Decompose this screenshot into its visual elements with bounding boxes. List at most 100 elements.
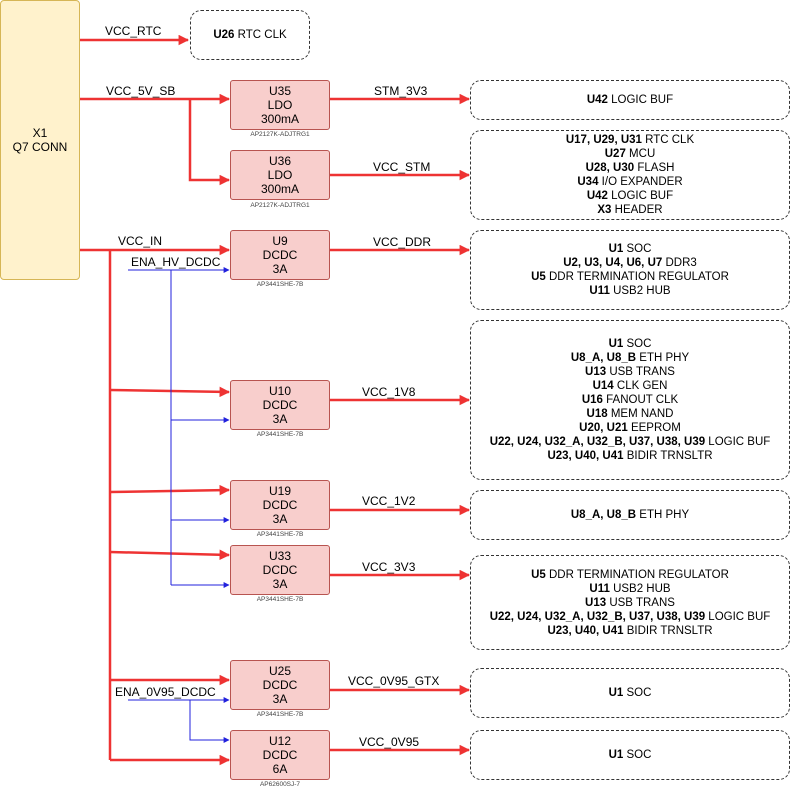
load-desc: USB TRANS xyxy=(606,596,675,609)
load-refs: U11 xyxy=(589,582,610,595)
regulator-u9: U9 DCDC 3A xyxy=(230,230,330,280)
load-desc: RTC CLK xyxy=(234,29,287,41)
net-label-stm-3v3: STM_3V3 xyxy=(374,84,428,98)
load-box-vcc-0v95-gtx: U1 SOC xyxy=(470,668,790,718)
net-label-vcc-1v2: VCC_1V2 xyxy=(362,494,416,508)
regulator-rating: 3A xyxy=(272,412,288,426)
load-line: U26 RTC CLK xyxy=(213,28,286,42)
load-desc: ETH PHY xyxy=(636,509,690,521)
load-refs: U5 xyxy=(531,271,546,283)
regulator-rating: 3A xyxy=(272,262,288,276)
load-refs: X3 xyxy=(597,204,612,216)
part-number-u36: AP2127K-ADJTRG1 xyxy=(250,202,310,209)
load-desc: SOC xyxy=(623,687,652,699)
load-desc: USB TRANS xyxy=(606,366,675,378)
net-label-vcc-stm: VCC_STM xyxy=(373,160,430,174)
load-refs: U8_A, U8_B xyxy=(570,509,637,521)
load-refs: U1 xyxy=(608,749,624,761)
load-refs: U1 xyxy=(608,687,624,699)
load-refs: U42 xyxy=(586,94,608,106)
load-refs: U23, U40, U41 xyxy=(547,624,624,637)
regulator-ref: U9 xyxy=(272,234,288,248)
regulator-type: DCDC xyxy=(262,563,298,577)
load-box-rtc: U26 RTC CLK xyxy=(190,10,310,60)
load-desc: USB2 HUB xyxy=(609,582,671,595)
load-desc: RTC CLK xyxy=(641,134,695,146)
regulator-type: DCDC xyxy=(262,398,298,412)
part-number-u19: AP3441SHE-7B xyxy=(257,531,304,538)
net-label-vcc-rtc: VCC_RTC xyxy=(105,24,162,38)
load-line: U1 SOC xyxy=(609,748,652,762)
load-desc: LOGIC BUF xyxy=(607,94,674,106)
load-desc: ETH PHY xyxy=(636,352,690,364)
regulator-u19: U19 DCDC 3A xyxy=(230,480,330,530)
load-box-vcc-1v2: U8_A, U8_B ETH PHY xyxy=(470,490,790,540)
load-refs: U14 xyxy=(592,380,614,392)
load-desc: EEPROM xyxy=(627,422,681,434)
regulator-ref: U36 xyxy=(268,154,291,168)
load-refs: U17, U29, U31 xyxy=(565,134,642,146)
regulator-rating: 300mA xyxy=(260,112,300,126)
load-desc: USB2 HUB xyxy=(609,285,671,297)
load-line: U23, U40, U41 BIDIR TRNSLTR xyxy=(547,449,712,463)
regulator-rating: 3A xyxy=(272,692,288,706)
load-line: U14 CLK GEN xyxy=(593,379,668,393)
regulator-rating: 3A xyxy=(272,577,288,591)
part-number-u9: AP3441SHE-7B xyxy=(257,281,304,288)
load-refs: U23, U40, U41 xyxy=(547,450,624,462)
load-desc: SOC xyxy=(623,243,652,255)
load-line: U8_A, U8_B ETH PHY xyxy=(571,508,689,522)
load-desc: DDR TERMINATION REGULATOR xyxy=(545,568,729,581)
load-desc: BIDIR TRNSLTR xyxy=(623,450,713,462)
net-label-vcc-0v95: VCC_0V95 xyxy=(359,735,419,749)
load-refs: U5 xyxy=(531,568,546,581)
load-refs: U18 xyxy=(586,408,608,420)
net-label-ena-0v95-dcdc: ENA_0V95_DCDC xyxy=(115,685,216,699)
regulator-type: DCDC xyxy=(262,498,298,512)
load-line: U16 FANOUT CLK xyxy=(582,393,678,407)
load-desc: LOGIC BUF xyxy=(705,610,771,623)
load-line: U13 USB TRANS xyxy=(585,365,675,379)
enable-lines xyxy=(128,267,230,743)
regulator-type: DCDC xyxy=(262,748,298,762)
regulator-type: DCDC xyxy=(262,678,298,692)
load-desc: CLK GEN xyxy=(613,380,668,392)
net-label-vcc-3v3: VCC_3V3 xyxy=(362,560,416,574)
regulator-u25: U25 DCDC 3A xyxy=(230,660,330,710)
load-line: U13 USB TRANS xyxy=(585,596,675,610)
load-desc: LOGIC BUF xyxy=(705,436,771,448)
load-line: X3 HEADER xyxy=(597,203,662,217)
load-refs: U13 xyxy=(585,366,607,378)
load-line: U22, U24, U32_A, U32_B, U37, U38, U39 LO… xyxy=(490,435,771,449)
load-line: U34 I/O EXPANDER xyxy=(577,175,682,189)
load-line: U18 MEM NAND xyxy=(587,407,674,421)
part-number-u10: AP3441SHE-7B xyxy=(257,431,304,438)
load-line: U42 LOGIC BUF xyxy=(587,189,673,203)
load-desc: SOC xyxy=(623,338,652,350)
regulator-ref: U25 xyxy=(268,664,291,678)
net-label-ena-hv-dcdc: ENA_HV_DCDC xyxy=(131,255,221,269)
regulator-u35: U35 LDO 300mA xyxy=(230,80,330,130)
load-desc: MCU xyxy=(625,148,656,160)
load-refs: U13 xyxy=(585,596,607,609)
regulator-ref: U19 xyxy=(268,484,291,498)
net-label-vcc-5v-sb: VCC_5V_SB xyxy=(106,84,175,98)
load-desc: FLASH xyxy=(634,162,675,174)
regulator-u36: U36 LDO 300mA xyxy=(230,150,330,200)
load-desc: MEM NAND xyxy=(607,408,674,420)
load-box-stm-3v3: U42 LOGIC BUF xyxy=(470,80,790,120)
load-desc: FANOUT CLK xyxy=(602,394,679,406)
load-refs: U26 xyxy=(213,29,235,41)
load-refs: U27 xyxy=(604,148,626,160)
regulator-rating: 3A xyxy=(272,512,288,526)
load-refs: U1 xyxy=(608,243,624,255)
load-line: U2, U3, U4, U6, U7 DDR3 xyxy=(563,256,697,270)
regulator-type: LDO xyxy=(267,168,293,182)
load-refs: U34 xyxy=(577,176,599,188)
